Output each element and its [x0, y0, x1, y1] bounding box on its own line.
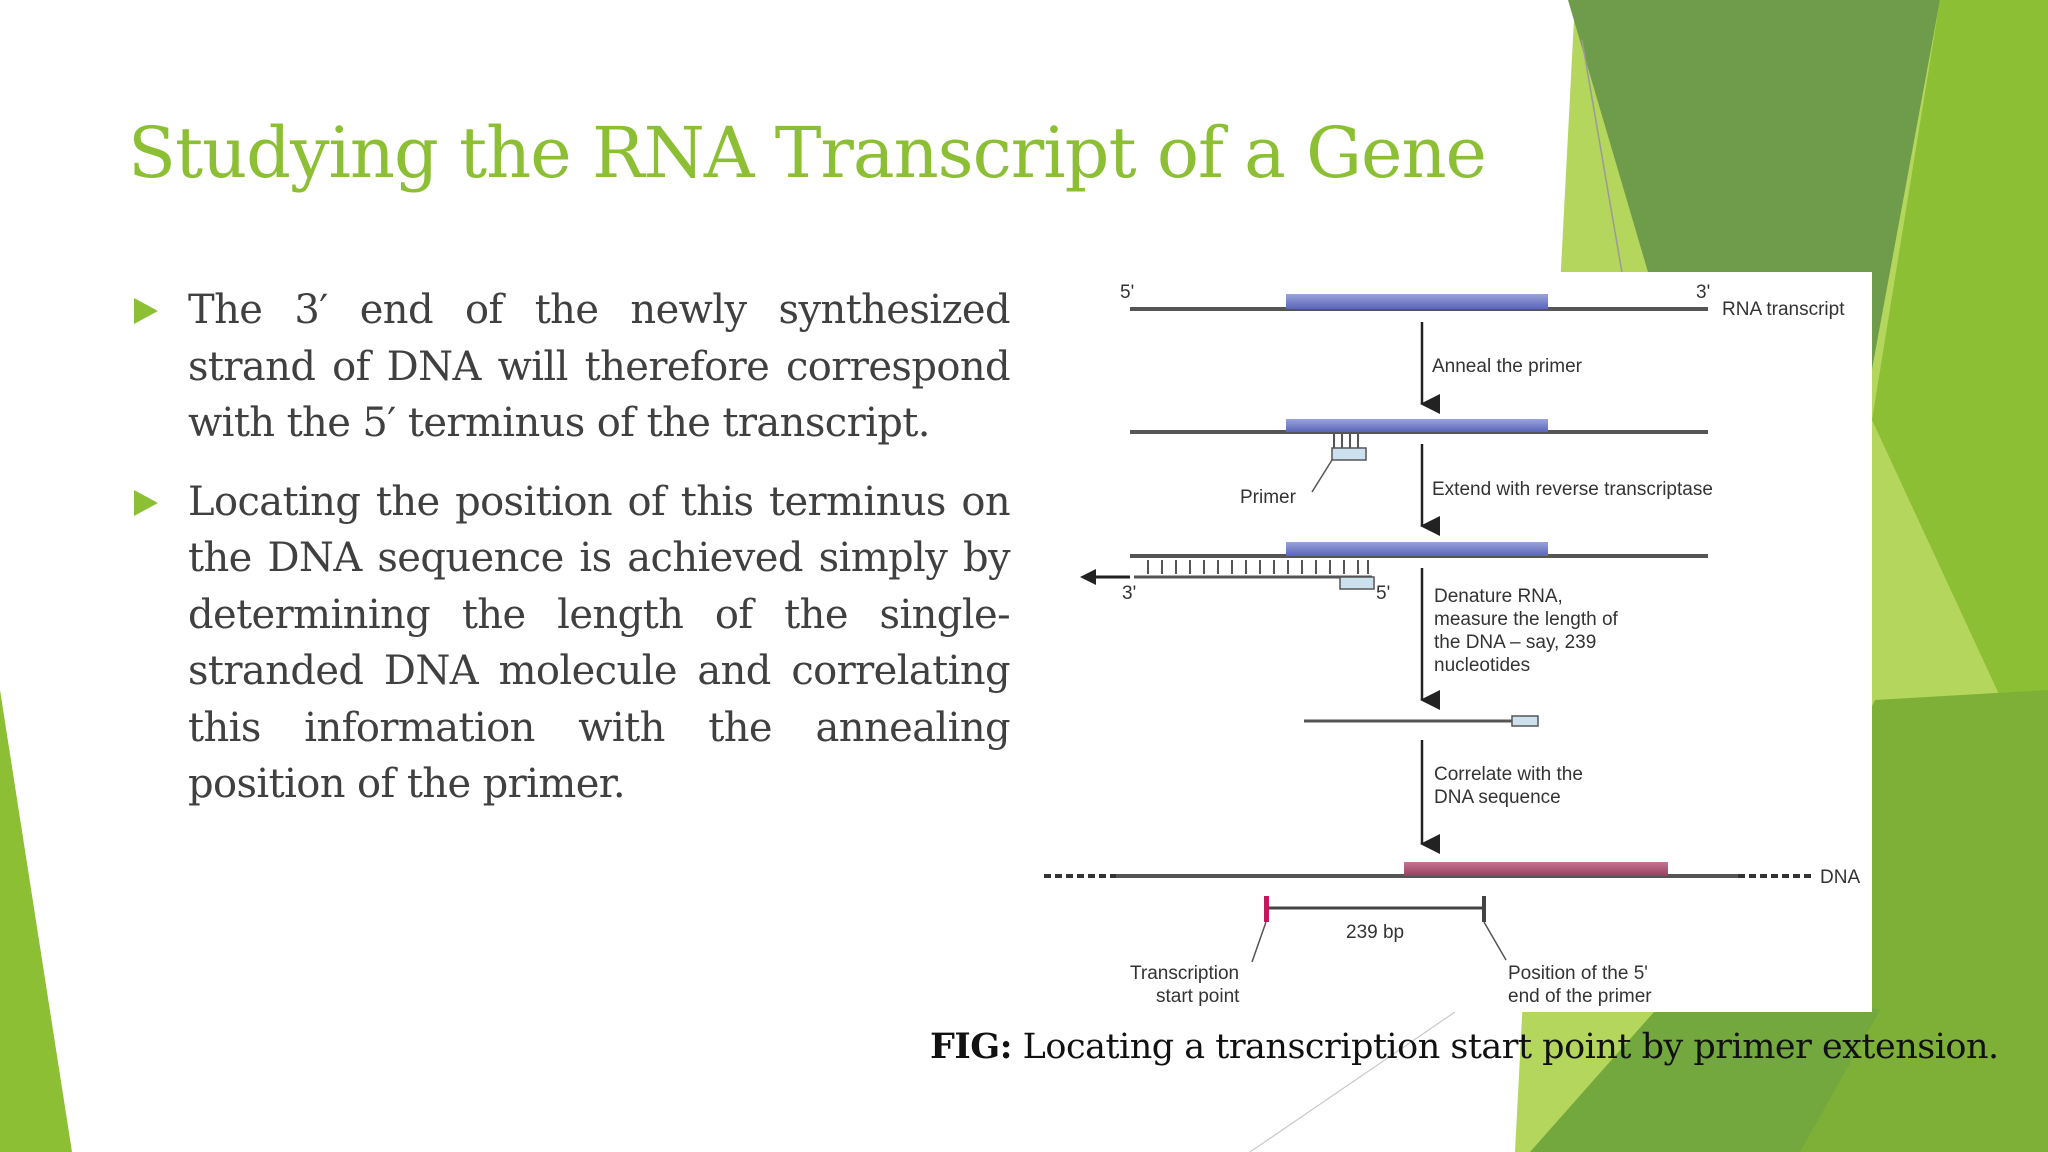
primer-end-pointer-line	[1483, 921, 1507, 961]
caption-prefix: FIG:	[930, 1026, 1013, 1067]
primer-pointer-line	[1311, 459, 1333, 493]
tsp-pointer-line	[1251, 921, 1267, 963]
step-denature-line-3: the DNA – say, 239	[1434, 632, 1596, 653]
cdna-base-pairs	[1147, 560, 1369, 574]
rna-transcript-label: RNA transcript	[1722, 299, 1845, 320]
tsp-label-line-1: Transcription	[1130, 963, 1239, 984]
ssdna-primer-block	[1511, 715, 1539, 727]
step-denature-line-4: nucleotides	[1434, 655, 1530, 676]
rna-3-prime-label: 3'	[1696, 282, 1710, 303]
bullet-item: Locating the position of this terminus o…	[130, 474, 1011, 813]
primer-end-marker	[1482, 896, 1486, 922]
extension-arrow-head-icon	[1080, 569, 1096, 585]
triangle-bullet-icon	[134, 489, 158, 516]
bp-length-label: 239 bp	[1346, 922, 1404, 943]
step-denature-line-1: Denature RNA,	[1434, 586, 1563, 607]
step-denature-line-2: measure the length of	[1434, 609, 1619, 630]
rna-block-2	[1286, 419, 1548, 432]
primer-end-label-line-1: Position of the 5'	[1508, 963, 1648, 984]
primer-label: Primer	[1240, 487, 1297, 508]
bullet-text: Locating the position of this terminus o…	[188, 478, 1011, 808]
bullet-list: The 3′ end of the newly synthesized stra…	[130, 282, 1011, 835]
tsp-label-line-2: start point	[1156, 986, 1240, 1007]
slide-title: Studying the RNA Transcript of a Gene	[128, 112, 1487, 194]
rna-5-prime-label: 5'	[1120, 282, 1134, 303]
bullet-text: The 3′ end of the newly synthesized stra…	[188, 287, 1011, 446]
step-correlate-line-1: Correlate with the	[1434, 764, 1583, 785]
facet-right-mid	[1872, 0, 2048, 800]
primer-extension-diagram: 5' 3' RNA transcript Anneal the primer P…	[1044, 282, 1860, 1007]
figure-caption: FIG: Locating a transcription start poin…	[930, 1026, 1999, 1067]
triangle-bullet-icon	[134, 298, 158, 324]
dna-gene-block	[1404, 862, 1668, 876]
rna-block-3	[1286, 542, 1548, 556]
step-correlate-line-2: DNA sequence	[1434, 787, 1561, 808]
cdna-5-prime-label: 5'	[1376, 583, 1390, 604]
facet-thin-line	[1581, 39, 1626, 291]
primer-block-3	[1339, 576, 1375, 590]
primer-end-label-line-2: end of the primer	[1508, 986, 1652, 1007]
dna-label: DNA	[1820, 867, 1860, 888]
primer-block	[1331, 447, 1367, 461]
step-extend-label: Extend with reverse transcriptase	[1432, 479, 1713, 500]
facet-thin-line-bottom	[1249, 1011, 1456, 1152]
facet-left-green	[0, 690, 72, 1152]
primer-extension-figure: 5' 3' RNA transcript Anneal the primer P…	[1032, 272, 1872, 1012]
start-point-marker	[1264, 896, 1269, 922]
primer-base-pairs	[1333, 434, 1359, 448]
cdna-3-prime-label: 3'	[1122, 583, 1136, 604]
rna-block	[1286, 294, 1548, 309]
step-anneal-label: Anneal the primer	[1432, 356, 1583, 377]
bullet-item: The 3′ end of the newly synthesized stra…	[130, 282, 1011, 452]
caption-text: Locating a transcription start point by …	[1012, 1027, 1999, 1067]
